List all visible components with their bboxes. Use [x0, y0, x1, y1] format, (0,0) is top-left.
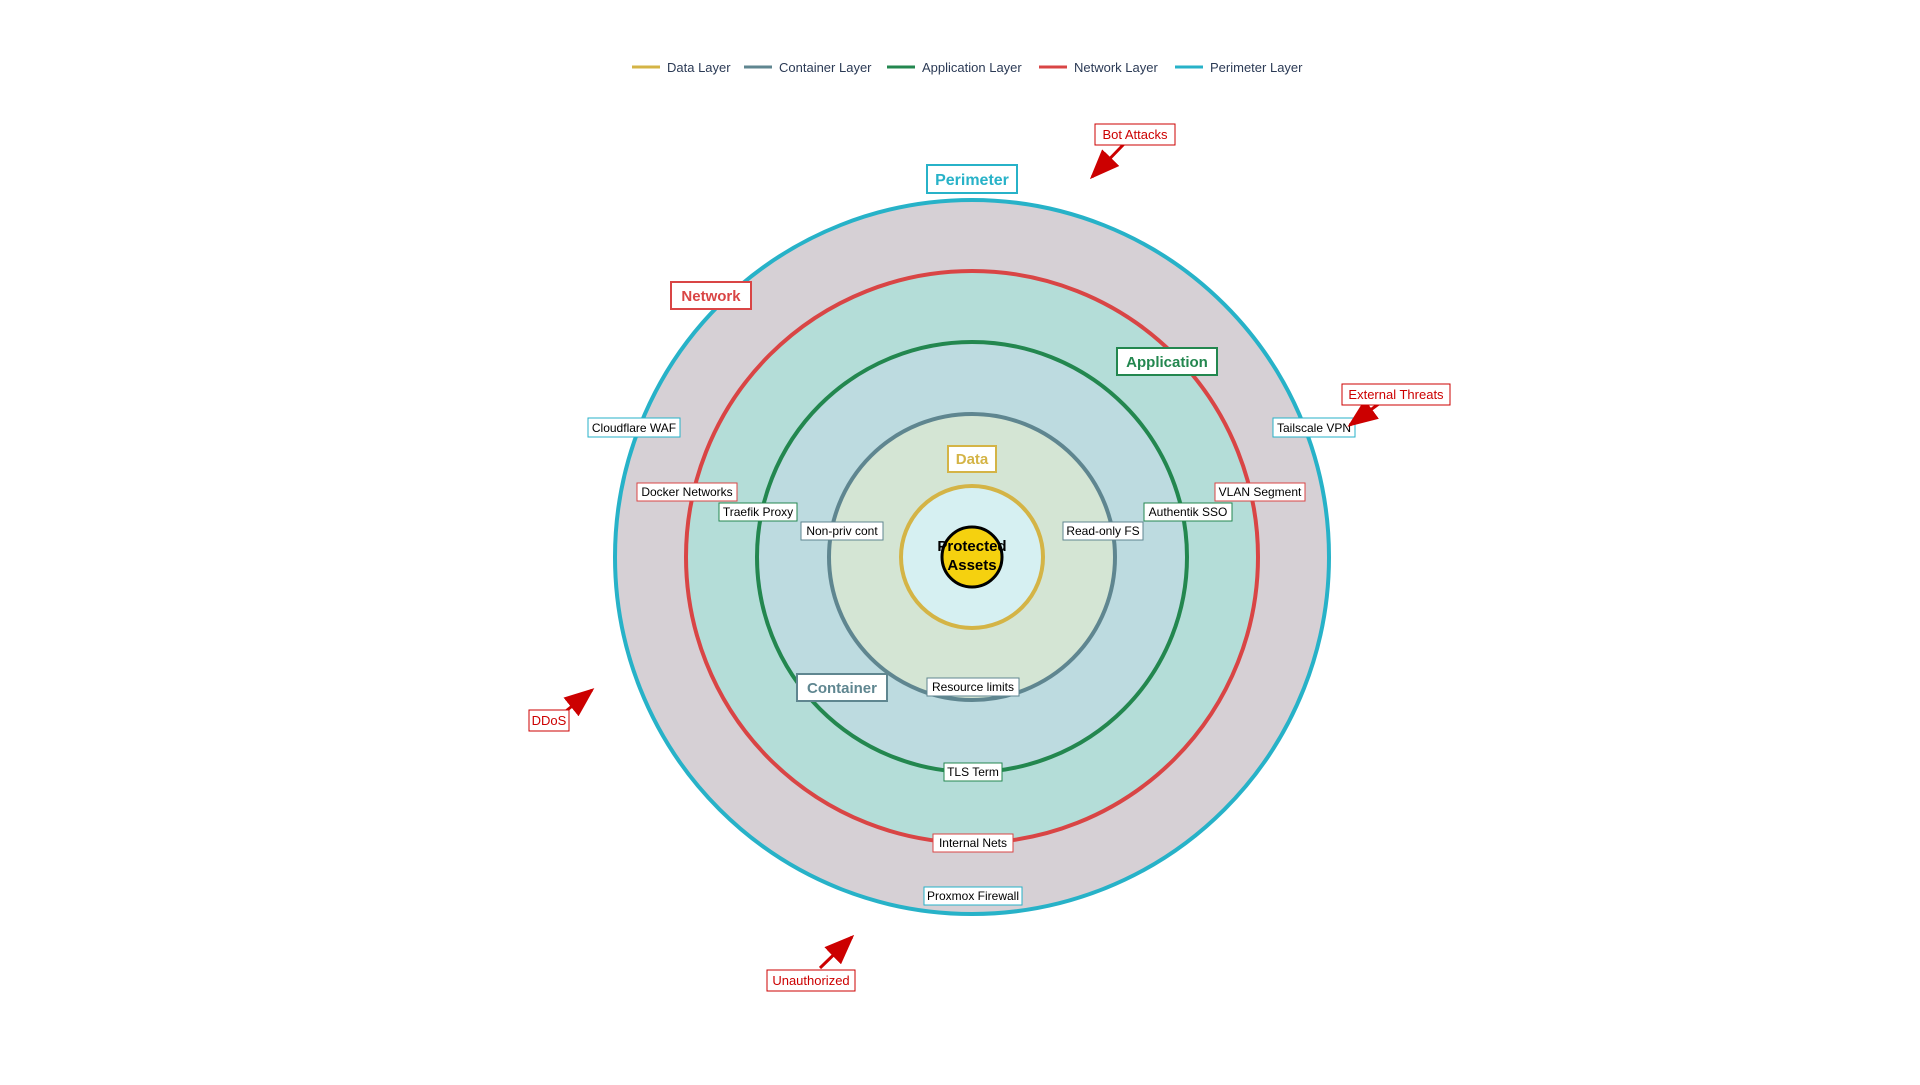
control-resource-limits-text: Resource limits [932, 680, 1014, 694]
legend-label-perimeter: Perimeter Layer [1210, 60, 1303, 75]
control-tailscale-vpn: Tailscale VPN [1272, 417, 1356, 438]
control-traefik-proxy: Traefik Proxy [718, 502, 798, 522]
legend-label-data: Data Layer [667, 60, 731, 75]
layer-titles: Perimeter Network Application Container … [670, 164, 1218, 702]
control-internal-nets-text: Internal Nets [939, 836, 1007, 850]
layer-title-data-text: Data [956, 451, 989, 468]
layer-title-data: Data [947, 445, 997, 473]
layer-title-container-text: Container [807, 680, 877, 697]
control-resource-limits: Resource limits [926, 677, 1020, 697]
rings: Protected Assets [613, 198, 1331, 916]
control-tls-term-text: TLS Term [947, 765, 999, 779]
threat-unauthorized-text: Unauthorized [772, 973, 849, 988]
layer-title-container: Container [796, 673, 888, 702]
layer-title-application-text: Application [1126, 354, 1208, 371]
threat-external-threats-arrow [1347, 399, 1381, 427]
layer-title-network-text: Network [681, 288, 741, 305]
threat-bot-attacks-text: Bot Attacks [1102, 127, 1168, 142]
core-protected-assets [940, 525, 1004, 589]
layer-title-application: Application [1116, 347, 1218, 376]
threat-ddos-arrow [563, 688, 595, 717]
control-vlan-segment: VLAN Segment [1214, 482, 1306, 502]
layer-title-perimeter-text: Perimeter [935, 172, 1009, 189]
threat-external-threats: External Threats [1341, 383, 1451, 427]
threat-unauthorized: Unauthorized [766, 934, 856, 992]
control-cloudflare-waf-text: Cloudflare WAF [592, 421, 676, 435]
control-read-only-fs: Read-only FS [1062, 521, 1144, 541]
control-traefik-proxy-text: Traefik Proxy [723, 505, 793, 519]
control-non-priv-cont: Non-priv cont [800, 521, 884, 541]
control-read-only-fs-text: Read-only FS [1066, 524, 1139, 538]
layer-title-network: Network [670, 281, 752, 310]
layer-title-perimeter: Perimeter [926, 164, 1018, 194]
threat-external-threats-text: External Threats [1348, 387, 1444, 402]
threat-ddos: DDoS [528, 688, 595, 732]
threat-unauthorized-arrow [818, 934, 855, 970]
control-non-priv-cont-text: Non-priv cont [806, 524, 878, 538]
control-internal-nets: Internal Nets [932, 833, 1014, 853]
control-vlan-segment-text: VLAN Segment [1219, 485, 1302, 499]
legend-item-data[interactable]: Data Layer [632, 60, 731, 75]
threat-bot-attacks-arrow [1089, 142, 1126, 180]
legend-label-container: Container Layer [779, 60, 872, 75]
control-docker-networks: Docker Networks [636, 482, 738, 502]
control-labels: Cloudflare WAF Tailscale VPN Proxmox Fir… [587, 417, 1356, 906]
legend-label-application: Application Layer [922, 60, 1022, 75]
control-cloudflare-waf: Cloudflare WAF [587, 417, 681, 438]
core-label-line2: Assets [947, 557, 996, 574]
threat-bot-attacks: Bot Attacks [1089, 123, 1176, 180]
legend-item-application[interactable]: Application Layer [887, 60, 1022, 75]
legend-item-perimeter[interactable]: Perimeter Layer [1175, 60, 1303, 75]
control-docker-networks-text: Docker Networks [641, 485, 732, 499]
legend-item-container[interactable]: Container Layer [744, 60, 872, 75]
control-tls-term: TLS Term [943, 762, 1003, 782]
control-proxmox-firewall-text: Proxmox Firewall [927, 889, 1019, 903]
legend-label-network: Network Layer [1074, 60, 1158, 75]
threats: Bot Attacks External Threats DDoS Unauth… [528, 123, 1451, 992]
control-proxmox-firewall: Proxmox Firewall [923, 886, 1023, 906]
control-authentik-sso: Authentik SSO [1143, 502, 1233, 522]
control-tailscale-vpn-text: Tailscale VPN [1277, 421, 1351, 435]
threat-ddos-text: DDoS [532, 713, 567, 728]
control-authentik-sso-text: Authentik SSO [1149, 505, 1228, 519]
legend-item-network[interactable]: Network Layer [1039, 60, 1158, 75]
core-label-line1: Protected [937, 538, 1006, 555]
legend: Data Layer Container Layer Application L… [632, 60, 1303, 75]
